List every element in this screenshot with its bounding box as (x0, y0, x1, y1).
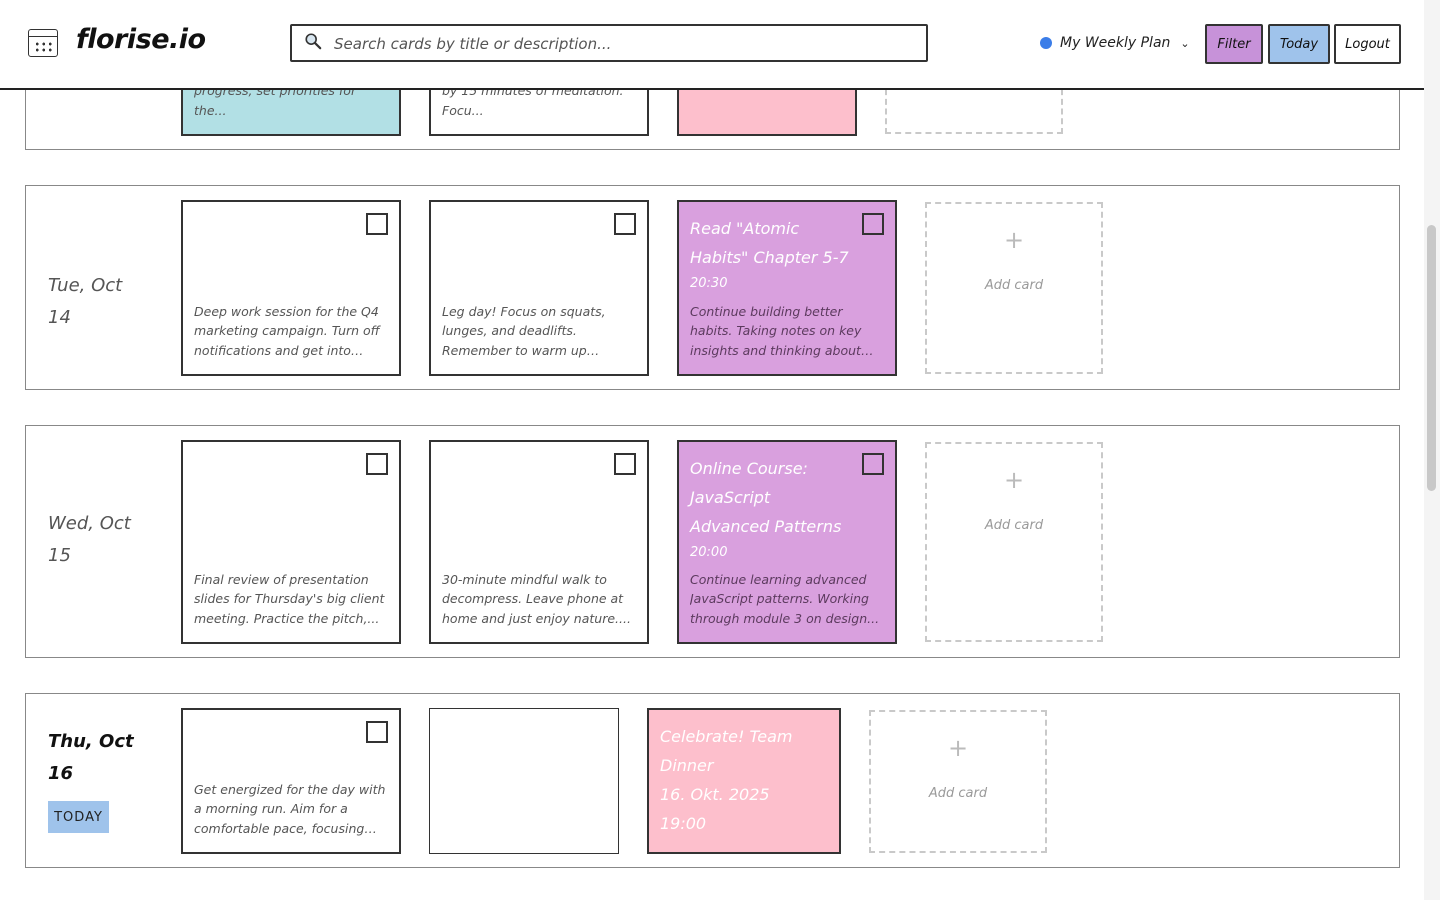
add-card-label: Add card (928, 786, 988, 801)
day-label: Wed, Oct 15 (48, 513, 131, 566)
plan-label: My Weekly Plan (1060, 35, 1171, 51)
task-card[interactable]: Celebrate! Team Dinner 16. Okt. 2025 19:… (647, 708, 841, 854)
add-card-button[interactable]: + Add card (925, 442, 1103, 642)
task-card[interactable]: Get energized for the day with a morning… (181, 708, 401, 854)
app-header: florise.io My Weekly Plan ⌄ Filter Today… (0, 0, 1424, 90)
card-description: Continue building better habits. Taking … (690, 303, 862, 358)
card-date: 16. Okt. 2025 (660, 785, 770, 804)
plus-icon: + (1003, 226, 1025, 254)
plan-color-dot (1040, 37, 1052, 49)
card-checkbox[interactable] (366, 721, 388, 743)
task-card[interactable]: Leg day! Focus on squats, lunges, and de… (429, 200, 649, 376)
calendar-logo-icon (28, 29, 58, 57)
card-title: Online Course: JavaScript Advanced Patte… (690, 454, 849, 565)
card-checkbox[interactable] (862, 213, 884, 235)
card-time: 19:00 (660, 814, 707, 833)
card-description: 30-minute mindful walk to decompress. Le… (442, 571, 631, 626)
day-row-tue: Tue, Oct 14 Deep work session for the Q4… (25, 185, 1400, 390)
logout-button[interactable]: Logout (1334, 24, 1401, 64)
day-row-thu: Thu, Oct 16 TODAY Get energized for the … (25, 693, 1400, 868)
card-title: Read "Atomic Habits" Chapter 5-7 20:30 (690, 214, 849, 296)
card-title-text: Celebrate! Team Dinner (660, 727, 793, 775)
add-card-label: Add card (984, 518, 1044, 533)
card-title: Celebrate! Team Dinner 16. Okt. 2025 19:… (660, 722, 827, 838)
search-input[interactable] (332, 29, 916, 59)
card-title-text: Read "Atomic Habits" Chapter 5-7 (690, 219, 849, 267)
card-description: Final review of presentation slides for … (194, 571, 385, 626)
plan-selector[interactable]: My Weekly Plan ⌄ (1040, 30, 1190, 56)
task-card[interactable]: Online Course: JavaScript Advanced Patte… (677, 440, 897, 644)
scrollbar-thumb[interactable] (1427, 225, 1436, 491)
task-card[interactable]: Deep work session for the Q4 marketing c… (181, 200, 401, 376)
today-badge: TODAY (48, 801, 109, 833)
task-card[interactable]: Final review of presentation slides for … (181, 440, 401, 644)
plus-icon: + (947, 734, 969, 762)
card-title-text: Online Course: JavaScript Advanced Patte… (690, 459, 842, 536)
card-description: Get energized for the day with a morning… (194, 781, 386, 836)
card-description: Deep work session for the Q4 marketing c… (194, 303, 380, 358)
search-icon (305, 33, 322, 50)
add-card-button[interactable]: + Add card (869, 710, 1047, 853)
plus-icon: + (1003, 466, 1025, 494)
card-time: 20:30 (690, 276, 728, 291)
task-card[interactable] (429, 708, 619, 854)
card-description: Leg day! Focus on squats, lunges, and de… (442, 303, 606, 358)
day-row-wed: Wed, Oct 15 Final review of presentation… (25, 425, 1400, 658)
search-box[interactable] (290, 24, 928, 62)
filter-button[interactable]: Filter (1205, 24, 1263, 64)
card-checkbox[interactable] (366, 213, 388, 235)
task-card[interactable]: 30-minute mindful walk to decompress. Le… (429, 440, 649, 644)
card-time: 20:00 (690, 545, 728, 560)
add-card-label: Add card (984, 278, 1044, 293)
add-card-button[interactable]: + Add card (925, 202, 1103, 374)
card-checkbox[interactable] (614, 453, 636, 475)
vertical-scrollbar[interactable] (1424, 0, 1440, 900)
card-checkbox[interactable] (862, 453, 884, 475)
day-label: Thu, Oct 16 (48, 731, 134, 784)
card-description: Continue learning advanced JavaScript pa… (690, 571, 880, 626)
card-checkbox[interactable] (614, 213, 636, 235)
task-card[interactable]: Read "Atomic Habits" Chapter 5-7 20:30 C… (677, 200, 897, 376)
card-checkbox[interactable] (366, 453, 388, 475)
day-label: Tue, Oct 14 (48, 275, 123, 328)
today-button[interactable]: Today (1268, 24, 1330, 64)
chevron-down-icon: ⌄ (1180, 36, 1190, 50)
app-logo[interactable]: florise.io (76, 24, 206, 55)
